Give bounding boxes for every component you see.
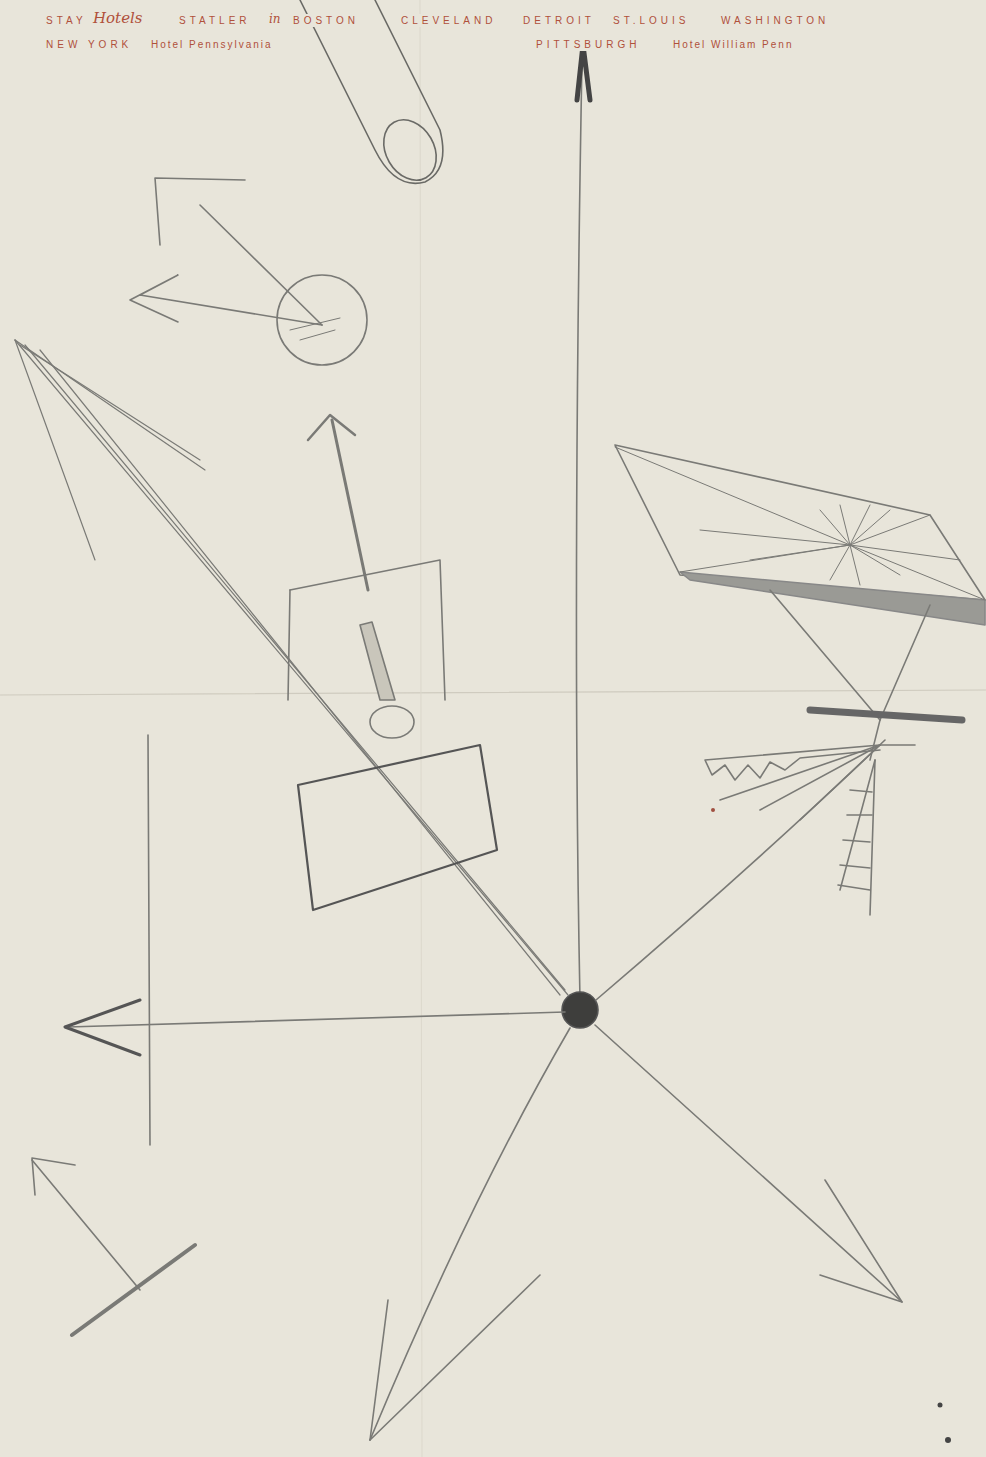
- letterhead-text: BOSTON: [292, 14, 360, 27]
- shovel-sketch: [288, 415, 497, 910]
- up-right-line: [596, 740, 885, 1000]
- lower-right-arrow: [595, 1025, 902, 1302]
- letterhead-text: CLEVELAND: [400, 14, 497, 27]
- letterhead-text: STATLER: [178, 14, 252, 27]
- dot: [938, 1403, 943, 1408]
- ball-sketch: [130, 178, 367, 365]
- letterhead-text: in: [268, 13, 282, 26]
- up-arrow: [576, 45, 590, 1000]
- fold-line: [0, 690, 986, 695]
- lower-left-arrow: [370, 1028, 570, 1440]
- small-arrow: [32, 1158, 195, 1335]
- left-arrow: [65, 735, 565, 1145]
- letterhead-text: WASHINGTON: [720, 14, 830, 27]
- finger-sketch: [300, 0, 447, 190]
- fold-line: [420, 0, 422, 1457]
- letterhead-text: Hotel Pennsylvania: [150, 38, 274, 51]
- dot: [711, 808, 715, 812]
- letterhead-text: ST.LOUIS: [612, 14, 690, 27]
- letterhead-text: STAY: [45, 14, 88, 27]
- letterhead-text: Hotel William Penn: [672, 38, 794, 51]
- letterhead-text: PITTSBURGH: [535, 38, 641, 51]
- center-dot: [562, 992, 598, 1028]
- dot: [945, 1437, 951, 1443]
- letterhead-text: DETROIT: [522, 14, 596, 27]
- letterhead-text: Hotels: [92, 10, 144, 27]
- fan-plane-sketch: [615, 445, 985, 915]
- letterhead-text: NEW YORK: [45, 38, 133, 51]
- up-left-rays: [15, 340, 568, 995]
